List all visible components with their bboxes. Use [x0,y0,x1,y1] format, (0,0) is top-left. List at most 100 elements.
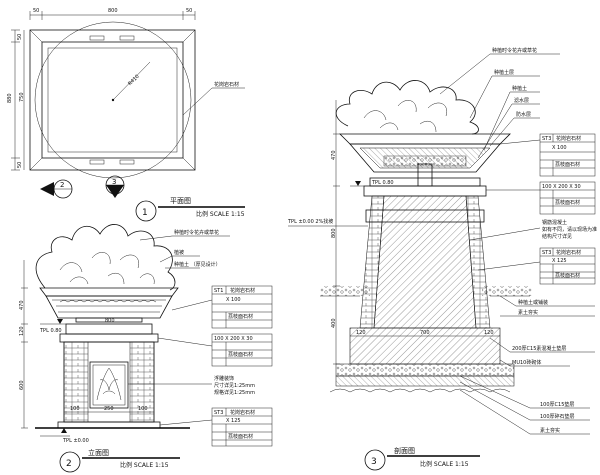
spec1-code: ST1 [214,288,223,294]
spec3-f3: 荔枝面石材 [228,433,253,440]
plan-scale: 比例 SCALE 1:15 [196,210,245,218]
section-soil-base [335,375,515,387]
elevation-spec-table-1: ST1 花岗岩石材 X 100 荔枝面石材 [171,285,273,329]
spec2-f3: 荔枝面石材 [228,351,253,358]
section-level-top: TPL 0.80 [371,180,394,186]
section-dim-b1: 120 [356,330,366,336]
section-spec-table-3: ST3 花岗岩石材 X 125 荔枝面石材 [477,247,596,285]
section-mid-note-3: 结构尺寸详见 [542,233,572,240]
section-spec-table-1: ST3 花岗岩石材 X 100 荔枝面石材 [499,133,596,177]
section-title: 剖面图 [394,446,415,455]
elevation-spec-table-2: 100 X 200 X 30 荔枝面石材 [157,333,273,367]
plan-leader-note: 花岗岩石材 [214,81,239,88]
section-spec2-f3: 荔枝面石材 [555,199,580,206]
spec1-name: 花岗岩石材 [230,287,255,294]
relief-note-1: 浮雕装饰 [214,375,234,382]
section-footing [349,327,501,365]
section-bottom-note-3: 素土夯实 [540,427,560,434]
section-top-note-4: 滤水层 [514,97,529,104]
section-spec3-size: X 125 [552,258,567,264]
dim-top-left: 50 [33,8,39,14]
elevation-dim-v3: 600 [19,380,25,390]
section-spec1-f3: 荔枝面石材 [555,161,580,168]
elevation-bowl-dim: 800 [105,318,115,324]
section-title-circle [364,449,386,471]
section-core [373,195,477,329]
elevation-title: 立面图 [88,448,109,457]
dim-top-mid: 800 [108,8,118,14]
section-dim-v2: 800 [331,228,337,238]
plan-title-circle [135,200,157,222]
section-spec1-code: ST3 [542,136,551,142]
section-foliage [335,80,479,135]
section-left-note: TPL ±0.00 2%找坡 [287,218,333,225]
section-bowl [349,143,501,173]
elevation-note-2: 植被 [174,249,184,256]
section-bottom-note-1: 100厚C15垫层 [540,401,574,408]
section-lower-note-2: 素土夯实 [518,309,538,316]
elevation-base [57,421,161,429]
plan-title-number: 1 [142,208,148,218]
relief-note-3: 规格详见1:25mm [214,389,255,396]
elevation-note-3: 种植土 （厚见设计） [174,261,221,268]
spec1-f3: 荔枝面石材 [228,313,253,320]
elevation-dim-v1: 470 [19,300,25,310]
section-dim-v3: 400 [331,318,337,328]
plan-radius-label: R410 [127,74,140,87]
section-view: TPL 0.80 470 800 400 TPL ±0.00 2%找坡 120 … [287,47,597,471]
dim-top-right: 50 [186,8,192,14]
section-top-note-1: 种植时令花卉或草花 [492,47,537,54]
plan-title: 平面图 [170,197,191,205]
relief-ornament [96,367,122,401]
spec3-size: X 125 [226,418,241,424]
section-dim-b3: 120 [484,330,494,336]
dim-plan-total: 880 [7,93,13,103]
elevation-title-circle [59,451,81,473]
section-dim-b2: 700 [420,330,430,336]
elevation-dim-b1: 100 [70,406,80,412]
elevation-level-bottom: TPL ±0.00 [62,438,89,444]
section-spec3-code: ST3 [542,250,551,256]
section-lower-note-1: 种植土或铺装 [518,299,548,306]
elevation-bowl [45,295,173,319]
section-scale: 比例 SCALE 1:15 [420,460,469,468]
section-mid-note-1: 钢筋混凝土 [542,219,567,226]
elevation-dim-v2: 120 [19,326,25,336]
section-title-number: 3 [371,457,377,467]
elevation-view: 800 TPL 0.80 TPL ±0.00 470 120 600 [19,224,273,473]
spec1-size: X 100 [226,297,241,303]
elevation-scale: 比例 SCALE 1:15 [120,461,169,469]
elevation-foliage [35,224,176,291]
section-top-note-3: 种植土 [512,85,527,92]
section-bowl-rim [339,133,511,145]
section-bottom-note-2: 100厚碎石垫层 [540,413,575,420]
section-cap [363,185,487,197]
elevation-note-1: 种植时令花卉或草花 [174,229,219,236]
elevation-relief-panel [89,361,129,409]
section-spec1-name: 花岗岩石材 [556,135,581,142]
section-spec3-f3: 荔枝面石材 [555,272,580,279]
section-spec-table-2: 100 X 200 X 30 荔枝面石材 [486,181,596,215]
section-marker-a-num: 2 [60,181,64,189]
elevation-level-top: TPL 0.80 [39,328,62,334]
section-spec3-name: 花岗岩石材 [556,249,581,256]
elevation-bowl-rim [39,287,179,297]
section-lower-note-3: 200厚C15素混凝土垫层 [512,345,566,352]
spec2-size: 100 X 200 X 30 [214,336,253,342]
section-marker-b-num: 3 [112,178,116,186]
elevation-dim-b3: 100 [138,406,148,412]
elevation-title-number: 2 [66,459,72,469]
section-lower-note-4: MU10砖砌体 [512,359,541,366]
section-top-note-2: 种植土层 [494,69,514,76]
section-mid-note-2: 如有不同，请以现场为准 [542,226,597,233]
elevation-dim-b2: 250 [104,406,114,412]
elevation-spec-table-3: ST3 花岗岩石材 X 125 荔枝面石材 [159,407,273,447]
dim-left-mid: 750 [19,92,25,102]
spec3-code: ST3 [214,410,223,416]
dim-left-bottom: 50 [17,162,23,168]
section-spec1-size: X 100 [552,145,567,151]
section-gravel-bed [335,363,515,377]
section-spec2-size: 100 X 200 X 30 [542,184,581,190]
dim-left-top: 50 [17,34,23,40]
